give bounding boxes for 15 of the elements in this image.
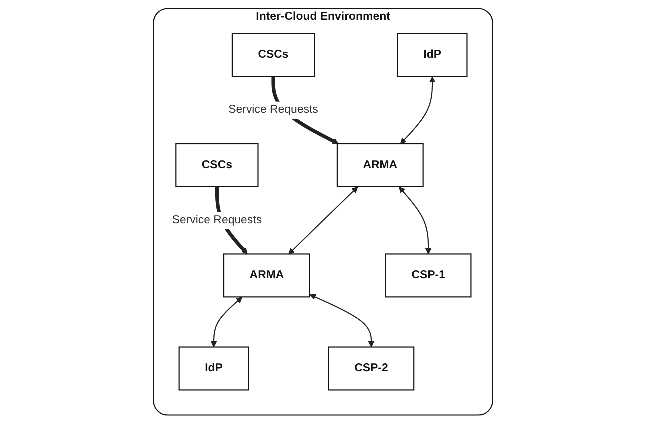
node-box: CSP-1: [385, 254, 472, 298]
node-box: ARMA: [223, 254, 310, 298]
node-box: CSP-2: [328, 346, 414, 391]
node-box: CSCs: [175, 143, 258, 188]
node-box: CSCs: [232, 33, 315, 78]
arrow: [398, 186, 432, 255]
arrow: [288, 186, 358, 255]
edge-label: Service Requests: [228, 104, 318, 116]
node-box: IdP: [178, 346, 249, 391]
node-box: IdP: [397, 33, 468, 78]
node-box: ARMA: [336, 143, 424, 188]
arrow: [310, 294, 374, 348]
edge-label: Service Requests: [172, 214, 262, 226]
arrow: [400, 76, 436, 144]
arrow: [210, 297, 242, 348]
